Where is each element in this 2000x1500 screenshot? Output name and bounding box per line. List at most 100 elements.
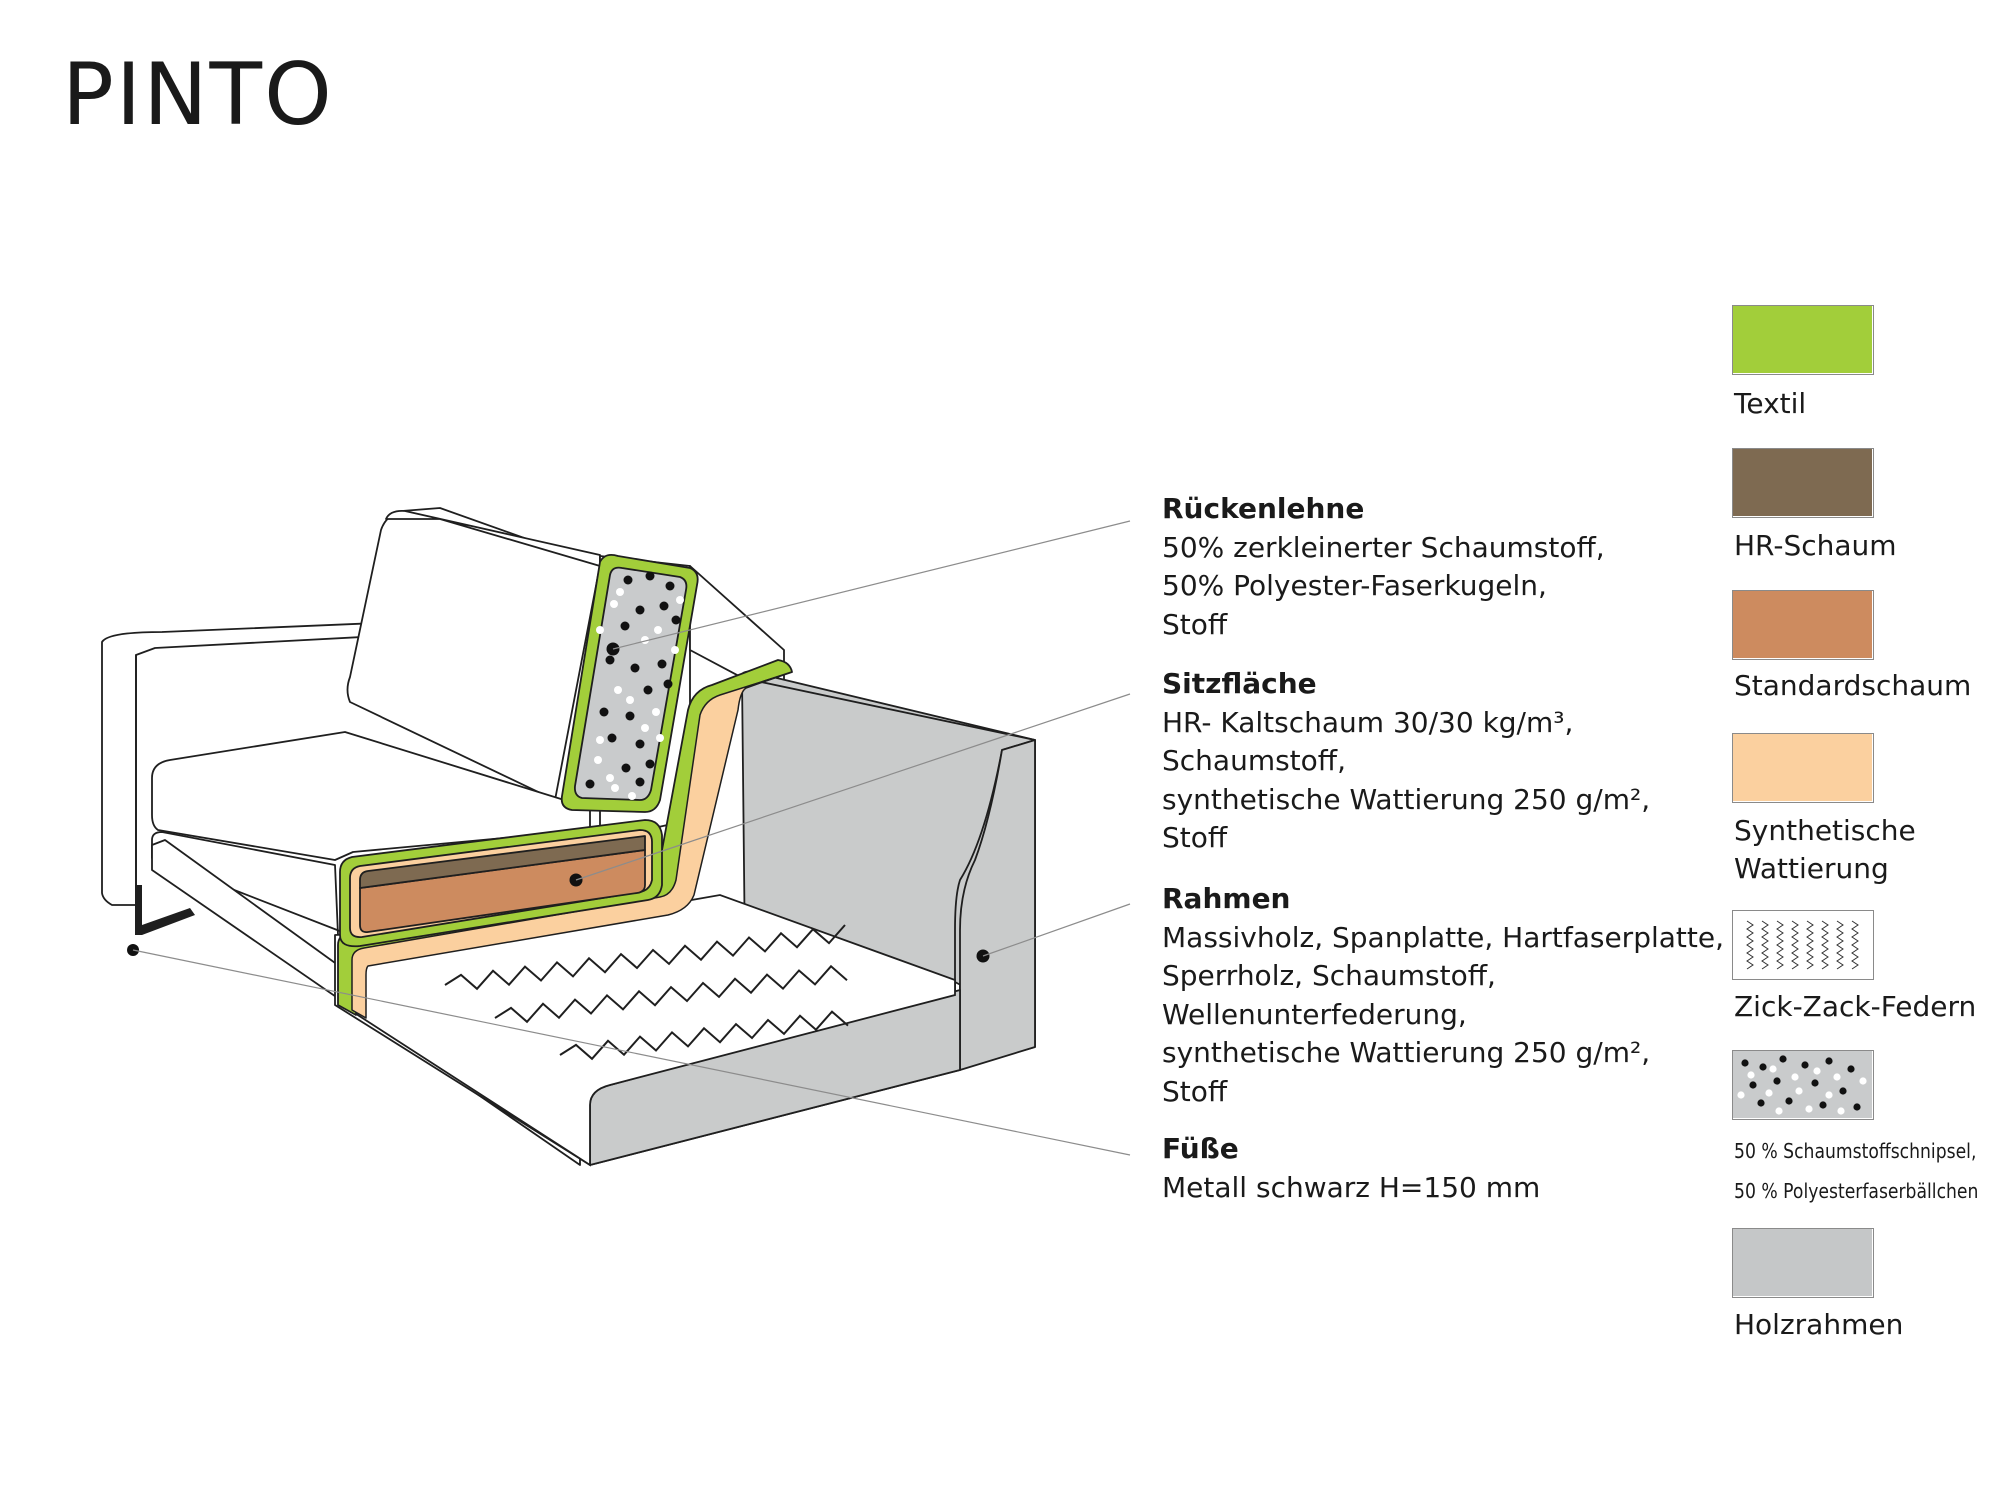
fill-dot [623,575,633,585]
seat-cushion [151,731,591,861]
armrest-left [101,621,403,906]
fill-dot [1737,1091,1745,1099]
leader-rahmen [982,903,1131,957]
legend-label: Standardschaum [1734,669,1972,702]
fill-dot [599,707,609,717]
annotation-line: Wellenunterfederung, [1162,997,1467,1031]
fill-dot [1765,1089,1773,1097]
fill-dot [645,571,655,581]
spring-row [494,964,848,1024]
fill-dot [606,774,614,782]
page-title: PINTO [62,45,334,145]
fill-dot [641,724,649,732]
fill-dot [1853,1103,1861,1111]
fill-dot [1825,1057,1833,1065]
fill-dot [1779,1055,1787,1063]
legend-swatch-zick-zack-federn [1732,910,1874,980]
annotation-fuesse: Füße Metall schwarz H=150 mm [1162,1130,1722,1207]
fill-dot [1769,1065,1777,1073]
fill-dot [611,784,619,792]
fill-dot [1839,1087,1847,1095]
legend-label: Wattierung [1734,852,1889,885]
fill-dot [657,659,667,669]
spring-glyph [1821,920,1829,970]
fill-dot [1773,1077,1781,1085]
fill-dot [1811,1079,1819,1087]
fill-dot [1795,1087,1803,1095]
fill-dot [1819,1101,1827,1109]
spring-glyph [1791,920,1799,970]
fill-dot [1847,1065,1855,1073]
annotation-heading: Sitzfläche [1162,667,1317,700]
annotation-line: HR- Kaltschaum 30/30 kg/m³, [1162,705,1574,739]
fill-dot [654,626,662,634]
fill-dot [659,601,669,611]
spring-row [444,924,846,991]
annotation-line: Massivholz, Spanplatte, Hartfaserplatte, [1162,920,1724,954]
annotation-line: 50% zerkleinerter Schaumstoff, [1162,530,1605,564]
fill-dot [1837,1107,1845,1115]
fill-dot [621,763,631,773]
fill-dot [607,733,617,743]
fill-dot [610,600,618,608]
legend-swatch-hr-schaum [1732,448,1874,518]
fill-dot [663,679,673,689]
annotation-heading: Füße [1162,1132,1239,1165]
fill-dot [656,734,664,742]
fill-dot [596,736,604,744]
fill-dot [665,581,675,591]
legend-label: Synthetische [1734,814,1916,847]
annotation-line: Stoff [1162,1074,1228,1108]
annotation-line: synthetische Wattierung 250 g/m², [1162,1036,1651,1069]
back-dots [585,571,684,800]
spring-glyph [1746,920,1754,970]
fill-dot [1859,1077,1867,1085]
fill-dot [628,792,636,800]
fill-dot [676,596,684,604]
annotation-rahmen: Rahmen Massivholz, Spanplatte, Hartfaser… [1162,880,1724,1111]
fill-dot [671,646,679,654]
fill-dot [652,708,660,716]
fill-dot [585,779,595,789]
standard-foam [359,849,646,934]
fill-dot [630,663,640,673]
fill-dot [643,685,653,695]
fill-dot [1801,1061,1809,1069]
fill-dot [635,739,645,749]
legend-label: Holzrahmen [1734,1308,1904,1341]
fill-dot [620,621,630,631]
fill-dot [1825,1091,1833,1099]
fill-dot [1785,1097,1793,1105]
annotation-line: Stoff [1162,821,1228,854]
fill-dot [1747,1071,1755,1079]
foot [135,885,195,935]
fill-dot [635,605,645,615]
legend-label: Zick-Zack-Federn [1734,990,1977,1023]
fill-dot [635,777,645,787]
annotation-heading: Rückenlehne [1162,492,1365,525]
annotation-heading: Rahmen [1162,882,1291,915]
zigzag-springs [444,924,849,1061]
legend-swatch-synthetische-wattierung [1732,733,1874,803]
spring-glyph [1806,920,1814,970]
legend-label: HR-Schaum [1734,529,1897,562]
fill-dot [1749,1081,1757,1089]
annotation-line: Metall schwarz H=150 mm [1162,1170,1541,1204]
annotation-rueckenlehne: Rückenlehne 50% zerkleinerter Schaumstof… [1162,490,1722,644]
fill-dot [596,626,604,634]
fill-dot [671,615,681,625]
annotation-line: 50% Polyester-Faserkugeln, [1162,569,1547,602]
fill-dot [1813,1067,1821,1075]
annotation-line: synthetische Wattierung 250 g/m², [1162,782,1651,816]
annotation-sitzflaeche: Sitzfläche HR- Kaltschaum 30/30 kg/m³, S… [1162,665,1722,858]
fill-dot [626,696,634,704]
legend-label: Textil [1734,387,1807,420]
spring-glyph [1761,920,1769,970]
fill-dot [1741,1059,1749,1067]
fill-dot [1833,1073,1841,1081]
fill-dot [1757,1099,1765,1107]
spring-glyph [1851,920,1859,970]
fill-dot [605,655,615,665]
spring-glyph [1836,920,1844,970]
